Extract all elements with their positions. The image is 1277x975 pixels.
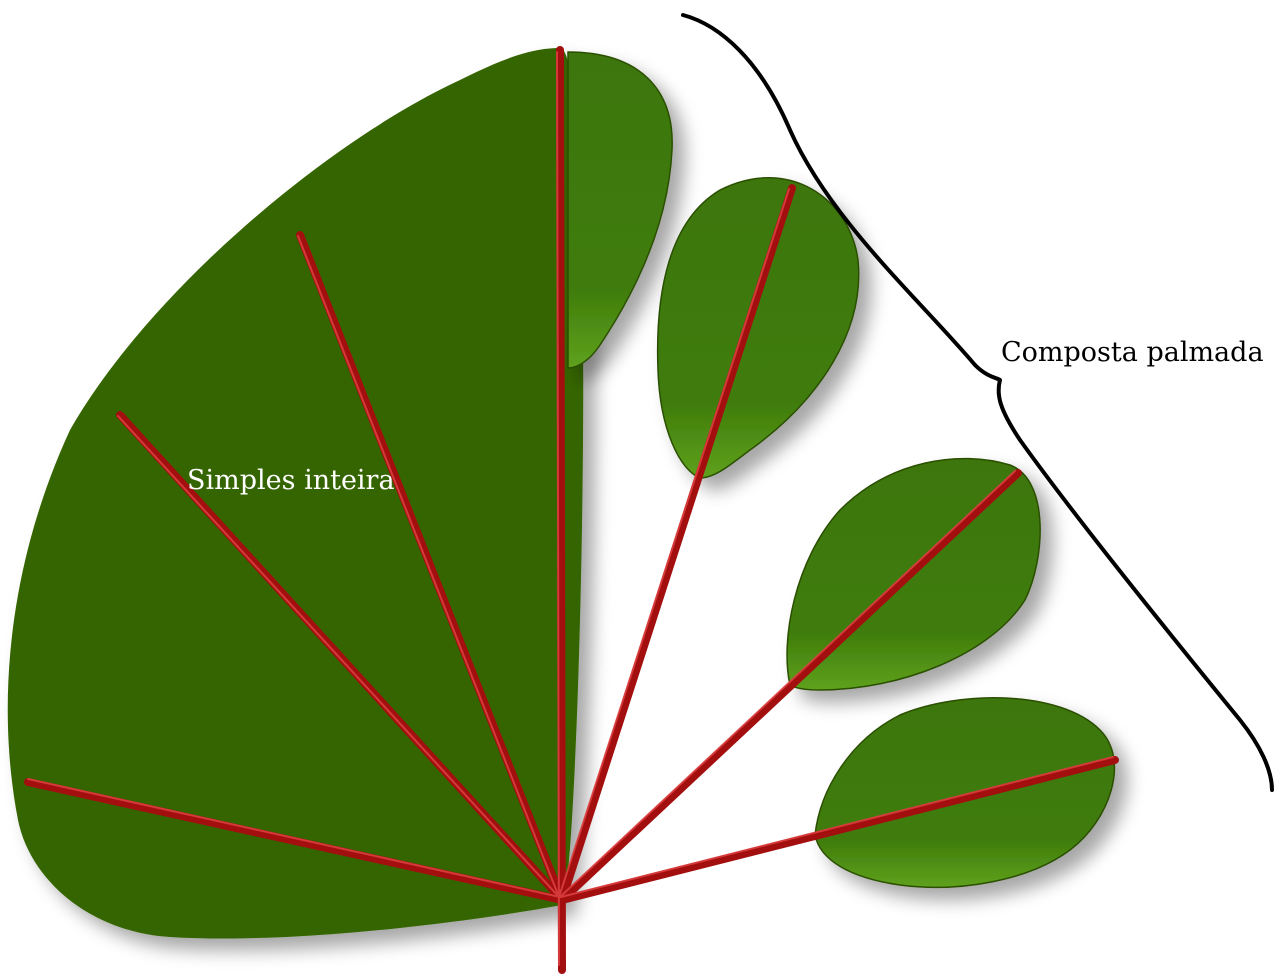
vein-leaflet-4 xyxy=(558,756,1119,904)
leaf-veins xyxy=(24,46,1119,974)
curly-brace-icon xyxy=(681,13,1274,792)
vein-leaflet-2 xyxy=(558,184,796,904)
simple-leaf-blade xyxy=(7,48,584,939)
vein-simple-3 xyxy=(296,231,566,904)
compound-leaflets xyxy=(567,51,1116,889)
leaflet-1 xyxy=(567,51,673,369)
leaflet-4 xyxy=(814,697,1116,889)
simple-leaf-label: Simples inteira xyxy=(187,465,395,496)
vein-simple-1 xyxy=(24,778,566,904)
vein-leaflet-3 xyxy=(558,469,1022,904)
midrib xyxy=(556,46,566,974)
compound-leaf-label: Composta palmada xyxy=(1001,337,1264,368)
leaflet-2 xyxy=(656,177,860,479)
